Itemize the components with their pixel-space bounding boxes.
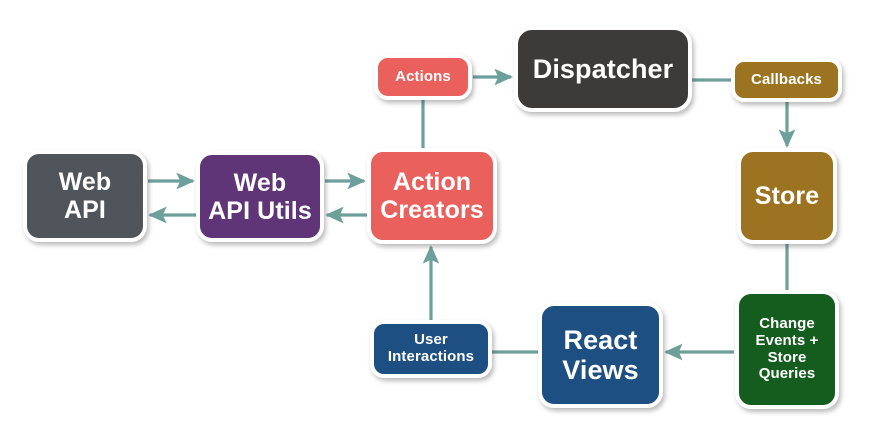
node-actions[interactable]: Actions [374,54,472,100]
node-web-api[interactable]: Web API [23,150,147,242]
node-dispatcher[interactable]: Dispatcher [514,26,692,112]
node-react-views-label: React Views [562,324,639,385]
node-user-interactions-label: User Interactions [387,331,475,365]
node-callbacks-label: Callbacks [751,70,822,88]
node-callbacks[interactable]: Callbacks [731,58,842,102]
node-web-api-utils[interactable]: Web API Utils [196,151,324,242]
node-change-events[interactable]: Change Events + Store Queries [735,290,839,409]
node-web-api-label: Web API [58,168,112,224]
node-store[interactable]: Store [737,148,837,244]
node-change-events-label: Change Events + Store Queries [755,314,819,383]
node-dispatcher-label: Dispatcher [532,53,674,84]
node-actions-label: Actions [395,67,451,85]
node-action-creators[interactable]: Action Creators [367,148,497,244]
node-react-views[interactable]: React Views [538,302,663,408]
node-web-api-utils-label: Web API Utils [208,168,312,225]
node-store-label: Store [754,182,820,210]
node-user-interactions[interactable]: User Interactions [370,320,492,378]
node-action-creators-label: Action Creators [380,168,484,224]
